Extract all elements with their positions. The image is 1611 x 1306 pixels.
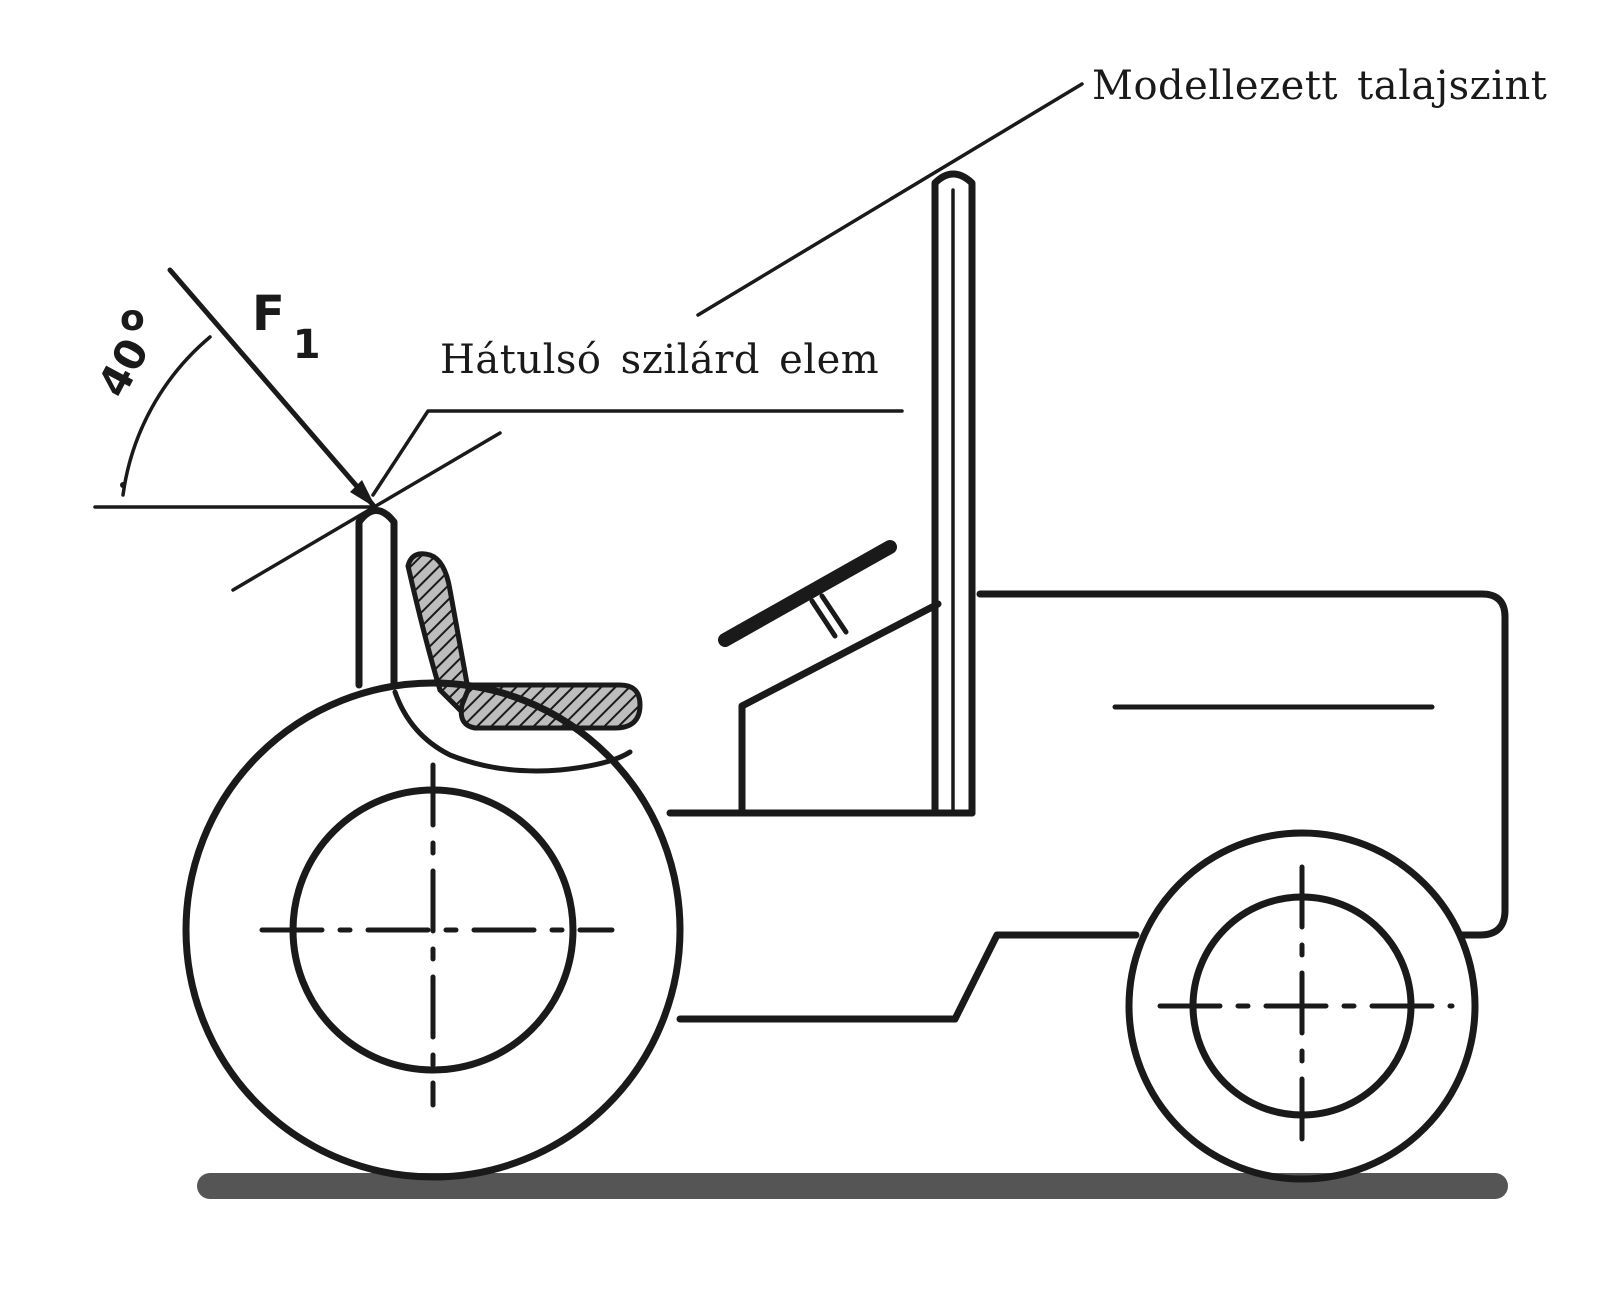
angle-degree-label: o [120, 298, 145, 339]
angle-arc [121, 335, 212, 497]
rear-rops-post [355, 507, 398, 689]
front-wheel-tire [1125, 829, 1479, 1183]
steering-column [809, 598, 838, 639]
rear-fender [392, 689, 633, 774]
tangent-line [231, 431, 502, 592]
rear-element-leader [371, 409, 904, 497]
force-letter: F [252, 286, 285, 342]
steering-wheel [718, 540, 897, 647]
force-label: F1 [252, 286, 321, 368]
force-subscript: 1 [292, 322, 321, 368]
steering-column-2 [819, 593, 849, 635]
modelled-ground-line [696, 82, 1084, 317]
front-rops-post [931, 170, 976, 817]
chassis [676, 931, 1140, 1023]
force-arrowhead [350, 480, 376, 508]
rear-wheel-tire [182, 679, 684, 1181]
rear-rigid-element-label: Hátulsó szilárd elem [440, 337, 880, 383]
ground-level-label: Modellezett talajszint [1092, 63, 1548, 109]
engine-hood [976, 590, 1509, 939]
dashboard [738, 600, 942, 817]
force-direction-line [167, 267, 376, 508]
